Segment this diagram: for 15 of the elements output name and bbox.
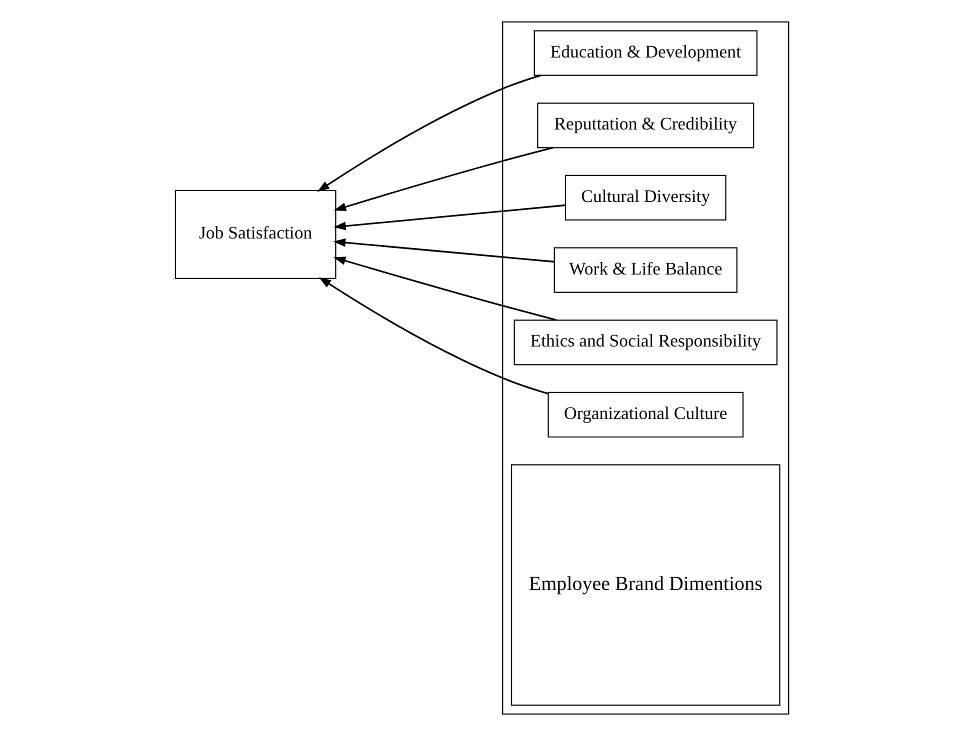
node-box: Organizational Culture [547,392,744,438]
node-box: Ethics and Social Responsibility [513,320,778,366]
node-box: Employee Brand Dimentions [510,464,780,706]
arrow [332,204,565,230]
node-box: Cultural Diversity [564,174,726,221]
node-box: Education & Development [533,30,757,76]
cluster [502,21,789,715]
arrow [332,256,556,321]
node-box: Work & Life Balance [553,247,737,293]
node-box: Reputtation & Credibility [536,102,754,148]
arrow [318,277,548,394]
arrow [333,146,553,212]
arrow [332,238,554,263]
arrow [316,74,540,192]
node-box: Job Satisfaction [174,190,336,279]
